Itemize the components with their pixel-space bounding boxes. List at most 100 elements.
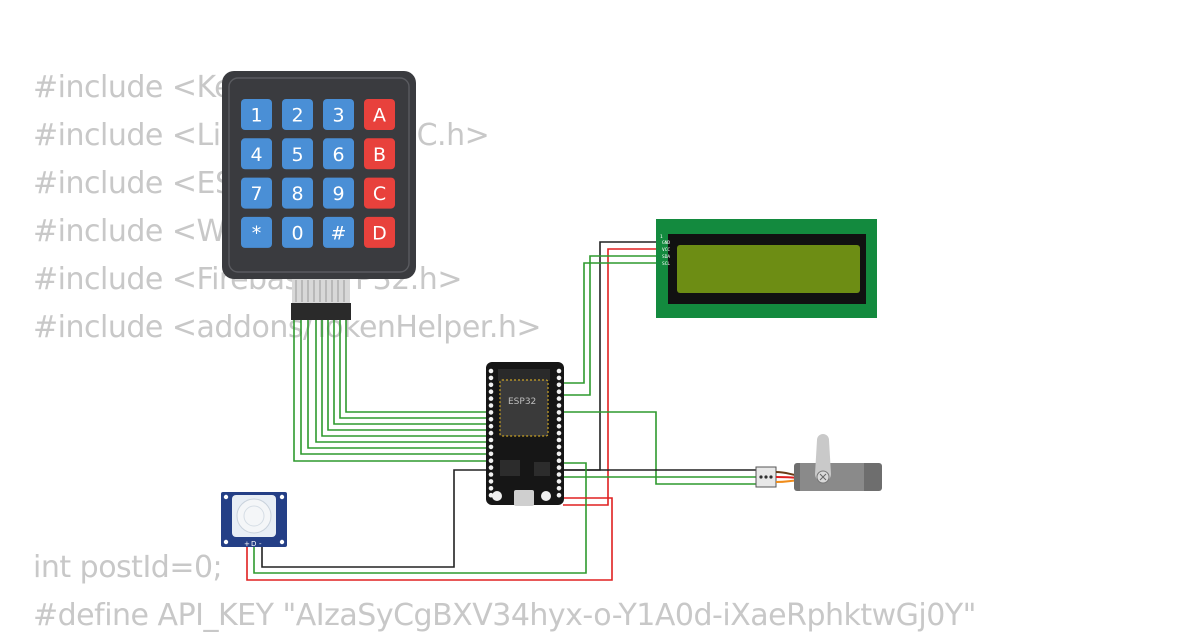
keypad-key-label: C	[373, 183, 386, 205]
keypad-key-label: 2	[291, 105, 303, 127]
esp32-pin	[556, 389, 562, 395]
code-line-include-tokenhelper: #include <addons/TokenHelper.h>	[33, 310, 542, 345]
esp32-pin	[556, 417, 562, 422]
servo-case	[800, 463, 864, 491]
esp32-pin	[556, 410, 562, 415]
keypad-key-A[interactable]	[364, 99, 395, 130]
keypad-key-1[interactable]	[241, 99, 272, 130]
lcd-pin-vcc-label: VCC	[662, 247, 670, 253]
keypad-key-9[interactable]	[323, 177, 354, 209]
esp32-pin	[556, 492, 562, 498]
esp32-pin	[556, 486, 562, 491]
esp32-pin	[488, 396, 494, 401]
keypad-key-C[interactable]	[364, 177, 395, 209]
esp32-button-en	[492, 491, 502, 501]
keypad-key-label: D	[372, 222, 387, 244]
esp32-board: ESP32	[486, 362, 564, 506]
code-line-postid: int postId=0;	[33, 550, 223, 585]
lcd-display: 1 GND VCC SDA SCL	[656, 219, 877, 318]
keypad-key-label: 7	[250, 183, 262, 205]
esp32-pin	[488, 417, 494, 422]
esp32-pin	[556, 375, 562, 381]
esp32-pin	[556, 444, 562, 450]
keypad-key-label: 3	[332, 105, 344, 127]
lcd-pin-sda-label: SDA	[662, 254, 670, 260]
keypad-key-8[interactable]	[282, 177, 313, 209]
lcd-pin-marker: 1	[660, 234, 663, 240]
esp32-pin	[556, 403, 562, 408]
esp32-pin	[556, 382, 562, 388]
keypad-bezel	[228, 77, 410, 273]
code-line-api-key: #define API_KEY "AIzaSyCgBXV34hyx-o-Y1A0…	[33, 598, 976, 633]
lcd-scl-wire	[563, 262, 662, 384]
keypad-key-label: 9	[332, 183, 344, 205]
keypad-key-D[interactable]	[364, 216, 395, 248]
keypad-key-3[interactable]	[323, 99, 354, 130]
esp32-button-boot	[541, 491, 551, 501]
lcd-pin-scl-label: SCL	[662, 261, 670, 267]
keypad-key-7[interactable]	[241, 177, 272, 209]
keypad-key-label: B	[373, 144, 386, 166]
keypad-key-label: *	[252, 222, 262, 244]
esp32-pin	[488, 458, 494, 464]
lcd-vcc-wire	[563, 248, 662, 506]
pir-vcc-wire	[246, 497, 613, 581]
keypad-key-*[interactable]	[241, 216, 272, 248]
esp32-pin	[556, 437, 562, 443]
keypad-key-#[interactable]	[323, 216, 354, 248]
esp32-pin	[488, 486, 494, 491]
esp32-usb-chip	[534, 462, 550, 476]
keypad-key-label: 0	[291, 222, 303, 244]
keypad-key-label: 6	[332, 144, 344, 166]
esp32-pin	[556, 368, 562, 374]
esp32-module	[499, 379, 549, 437]
code-line-include-lcd: #include <Li	[33, 118, 221, 153]
usb-port	[514, 490, 534, 506]
esp32-label: ESP32	[508, 397, 536, 407]
esp32-pin	[556, 430, 562, 436]
keypad-key-B[interactable]	[364, 138, 395, 170]
pir-dome	[236, 498, 272, 534]
servo-signal-wire	[563, 411, 760, 485]
esp32-pin	[488, 410, 494, 415]
keypad-key-6[interactable]	[323, 138, 354, 170]
esp32-pin	[488, 472, 494, 477]
esp32-pins	[488, 368, 562, 498]
keypad-connector	[291, 279, 351, 320]
esp32-pin	[488, 403, 494, 408]
keypad-key-0[interactable]	[282, 216, 313, 248]
keypad-key-5[interactable]	[282, 138, 313, 170]
keypad-wires	[293, 318, 496, 462]
lcd-sda-wire	[563, 255, 662, 396]
esp32-pin	[556, 465, 562, 470]
esp32-pin	[488, 444, 494, 450]
keypad-key-2[interactable]	[282, 99, 313, 130]
esp32-pin	[556, 396, 562, 401]
lcd-screen	[677, 245, 860, 293]
keypad-key-label: #	[331, 222, 347, 244]
keypad-key-label: 5	[291, 144, 303, 166]
esp32-pin	[556, 479, 562, 484]
code-line-include-wifi: #include <W	[33, 214, 226, 249]
esp32-pin	[488, 465, 494, 470]
esp32-pin	[556, 472, 562, 477]
esp32-regulator	[500, 460, 520, 476]
wires	[246, 241, 760, 581]
keypad-key-label: A	[373, 105, 386, 127]
esp32-pin	[556, 423, 562, 429]
esp32-pin	[488, 451, 494, 457]
pir-gnd-wire	[261, 469, 496, 568]
keypad-key-label: 1	[250, 105, 262, 127]
servo-horn	[815, 434, 831, 482]
lcd-pin-gnd-label: GND	[662, 240, 670, 246]
keypad-key-4[interactable]	[241, 138, 272, 170]
esp32-pin	[556, 451, 562, 457]
esp32-pin	[488, 389, 494, 395]
esp32-pin	[488, 368, 494, 374]
pir-sensor: + D -	[221, 492, 287, 548]
esp32-pin	[488, 423, 494, 429]
servo-motor	[755, 434, 882, 491]
